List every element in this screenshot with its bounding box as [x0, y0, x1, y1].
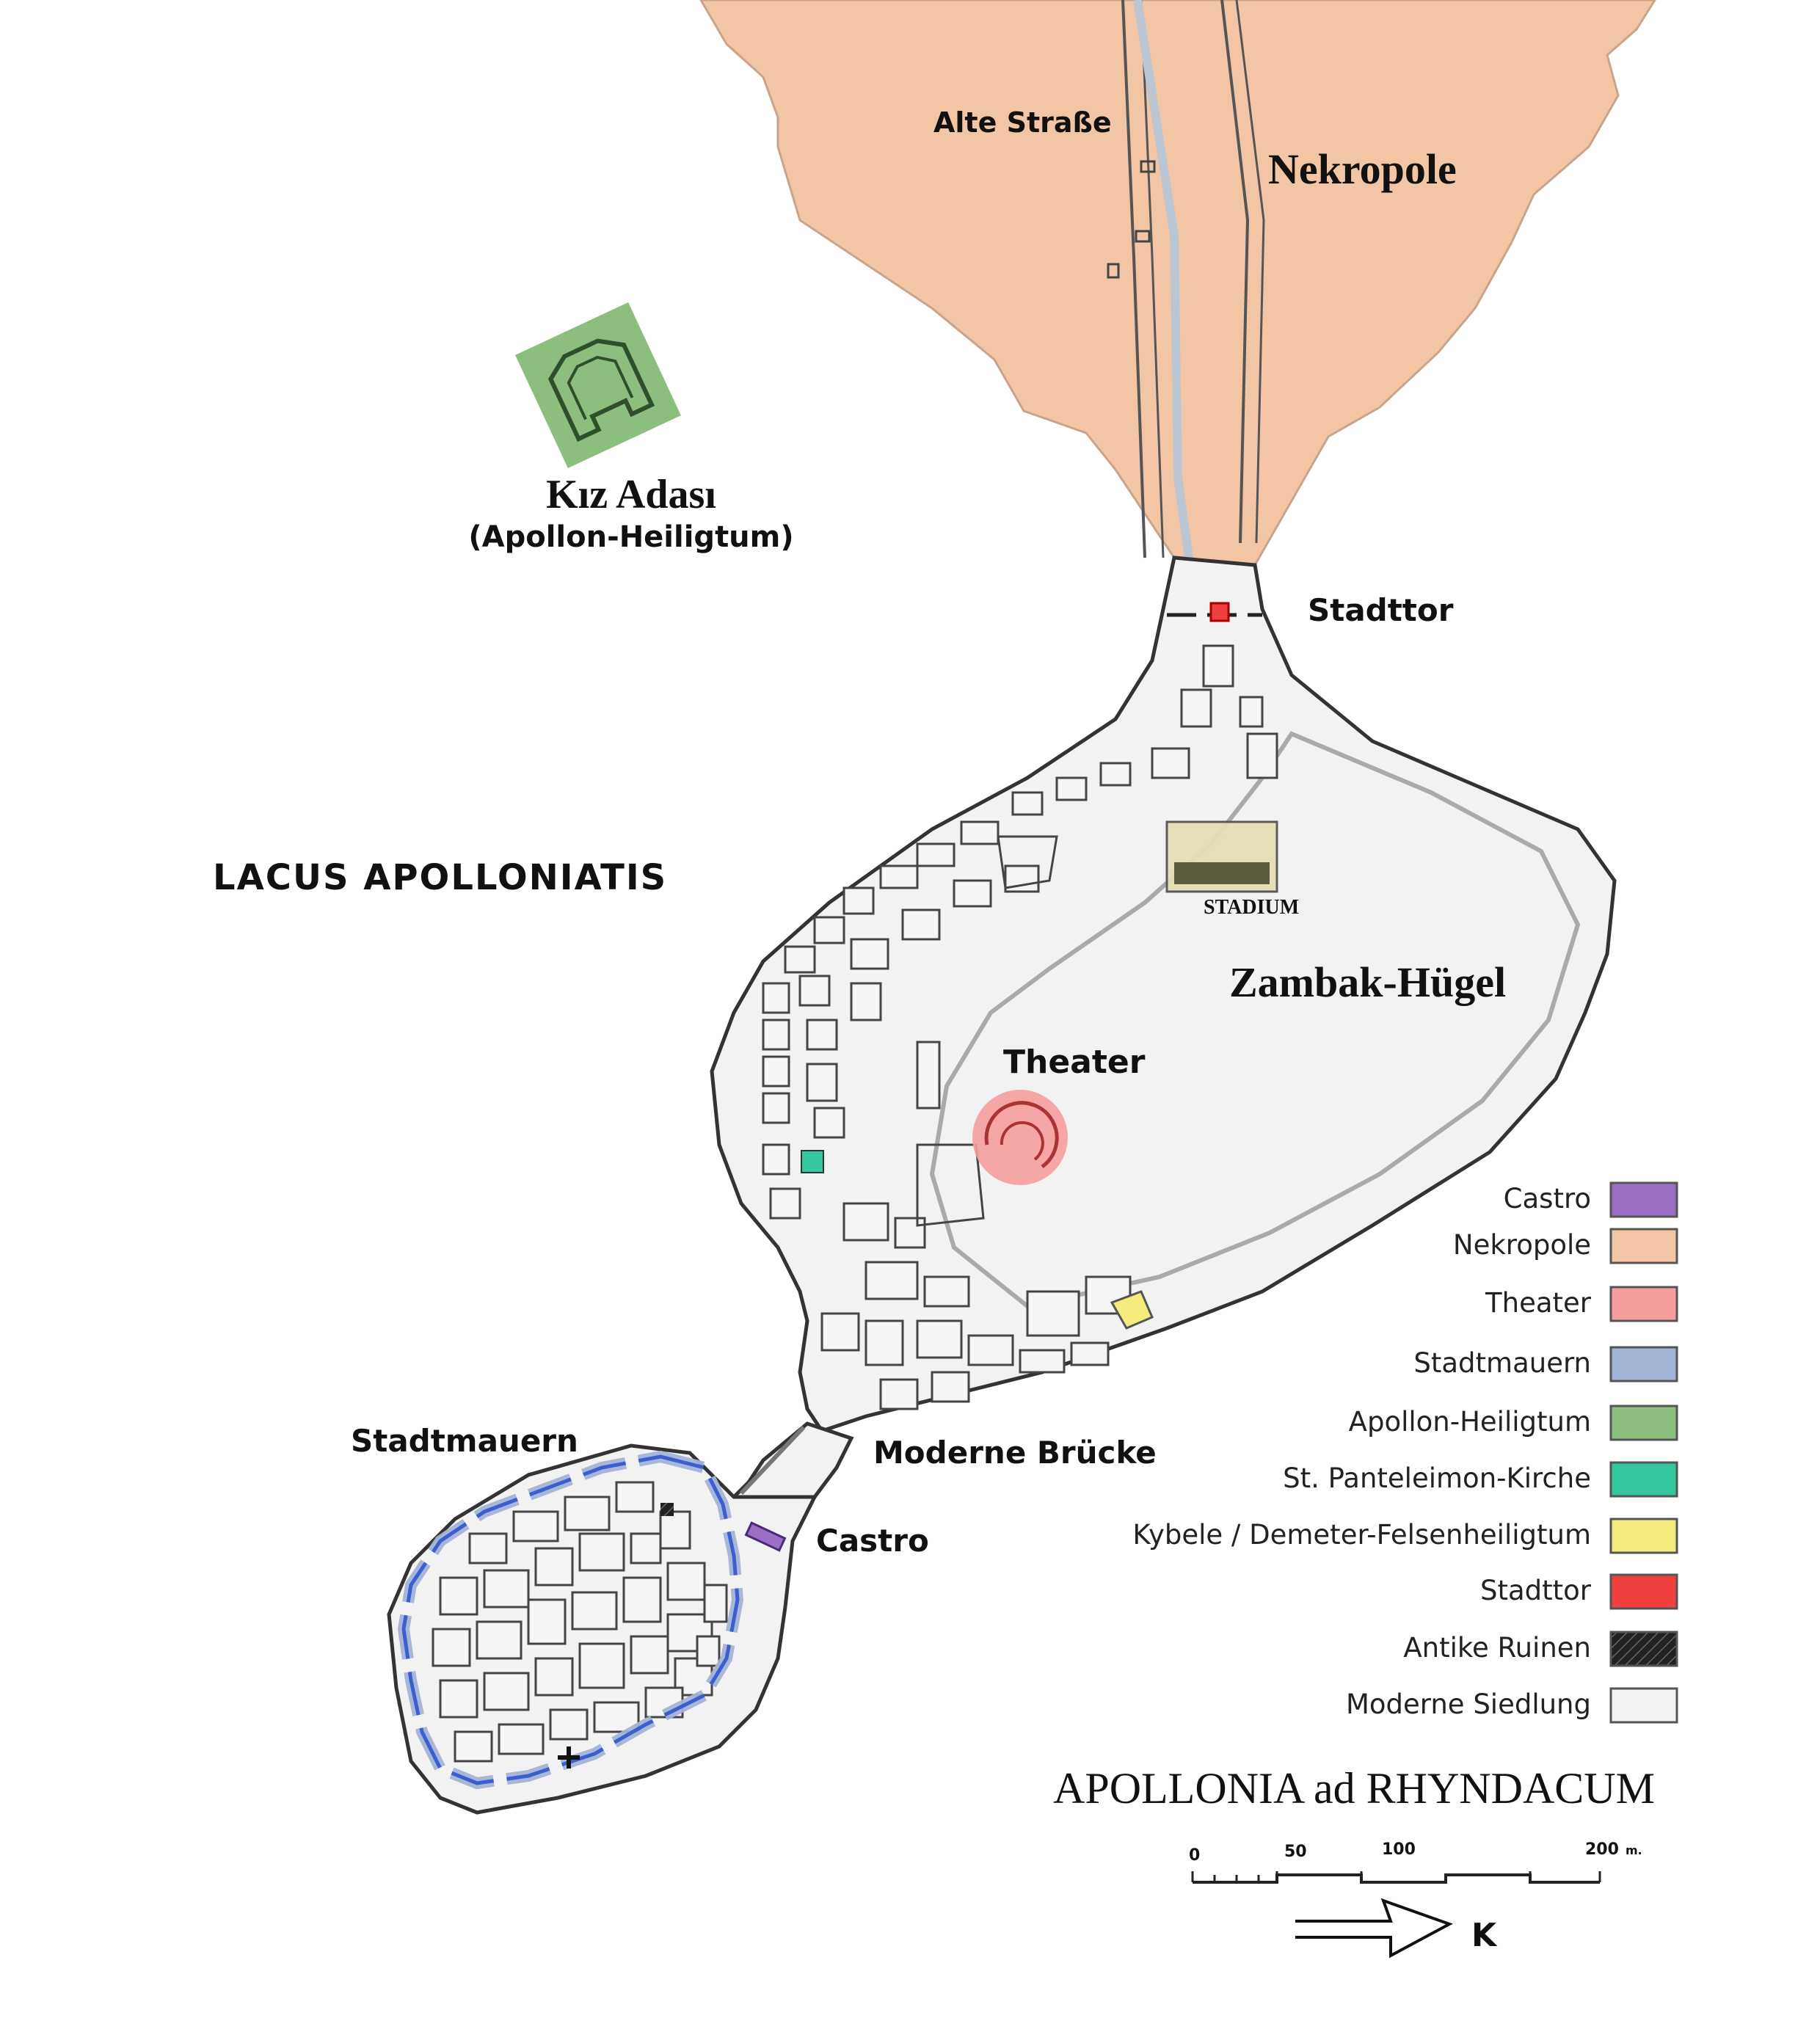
legend-label: Castro	[1504, 1183, 1591, 1214]
old-town-building	[615, 1481, 655, 1513]
scale-tick-100: 100	[1382, 1840, 1416, 1859]
tomb	[1135, 230, 1151, 243]
label-alte-strasse: Alte Straße	[933, 106, 1112, 139]
castro-tower	[744, 1521, 787, 1552]
label-stadium: STADIUM	[1204, 896, 1299, 919]
old-town-building	[578, 1532, 625, 1572]
old-town-building	[534, 1547, 574, 1587]
old-town-building	[432, 1628, 471, 1667]
old-town-building	[439, 1679, 478, 1719]
scale-unit: m.	[1626, 1843, 1642, 1857]
label-water: LACUS APOLLONIATIS	[213, 857, 667, 898]
legend-label: Nekropole	[1453, 1229, 1591, 1261]
tomb	[1140, 160, 1156, 173]
legend-label: St. Panteleimon-Kirche	[1283, 1462, 1591, 1494]
bridge	[729, 1421, 854, 1499]
old-town-building	[630, 1532, 662, 1564]
north-arrow: K	[1295, 1898, 1498, 1959]
legend-swatch	[1609, 1687, 1678, 1724]
old-town-building	[571, 1591, 618, 1631]
label-stadtmauern: Stadtmauern	[351, 1423, 578, 1459]
old-town-building	[498, 1723, 545, 1755]
legend-swatch	[1609, 1286, 1678, 1322]
old-town-building	[630, 1635, 669, 1675]
old-town-building	[696, 1635, 721, 1667]
old-town-building	[666, 1562, 706, 1601]
legend-label: Theater	[1485, 1287, 1592, 1319]
panteleimon-church	[801, 1150, 824, 1173]
kybele-sanctuary	[1110, 1290, 1154, 1330]
old-town-building	[483, 1569, 530, 1609]
city-walls-inner	[401, 1454, 740, 1785]
legend-swatch	[1609, 1573, 1678, 1610]
old-town-building	[564, 1496, 611, 1531]
antike-ruinen-marker	[558, 1746, 580, 1768]
apollon-temple	[547, 338, 655, 442]
nekropole-road-right	[1220, 0, 1250, 544]
old-town-building	[512, 1510, 559, 1542]
scale-tick-50: 50	[1284, 1843, 1307, 1861]
stadium-track	[1174, 862, 1270, 884]
apollon-temple-inner	[567, 355, 634, 420]
north-arrow-icon	[1295, 1898, 1453, 1959]
label-theater: Theater	[1003, 1043, 1146, 1081]
old-town-building	[439, 1576, 478, 1616]
legend-swatch	[1609, 1228, 1678, 1264]
legend-label: Moderne Siedlung	[1346, 1689, 1591, 1720]
legend-label: Kybele / Demeter-Felsenheiligtum	[1132, 1519, 1591, 1551]
label-kiz-adasi-sub: (Apollon-Heiligtum)	[468, 520, 793, 554]
label-zambak: Zambak-Hügel	[1229, 958, 1506, 1006]
label-nekropole: Nekropole	[1268, 145, 1457, 193]
antike-ruinen-marker	[660, 1503, 674, 1516]
bridge-deck	[739, 1425, 806, 1496]
old-town-building	[659, 1510, 691, 1550]
old-town-building	[468, 1532, 508, 1564]
scale-bar: 0 50 100 200 m.	[1189, 1840, 1642, 1884]
legend-swatch	[1609, 1461, 1678, 1498]
label-kiz-adasi: Kız Adası	[546, 472, 716, 517]
label-stadttor: Stadttor	[1308, 592, 1454, 628]
legend: CastroNekropoleTheaterStadtmauernApollon…	[1132, 1181, 1678, 1724]
alte-strasse-line	[1121, 0, 1146, 558]
legend-swatch	[1609, 1631, 1678, 1667]
old-town-building	[527, 1598, 567, 1645]
old-town-building	[549, 1708, 589, 1741]
map-title: APOLLONIA ad RHYNDACUM	[1053, 1764, 1655, 1813]
nekropole-road-right-2	[1235, 0, 1265, 544]
old-town-building	[534, 1657, 574, 1697]
legend-swatch	[1609, 1405, 1678, 1441]
legend-swatch	[1609, 1518, 1678, 1554]
modern-settlement-north	[762, 644, 1278, 1410]
apollon-sanctuary	[515, 302, 681, 468]
theater-cavea	[984, 1101, 1059, 1169]
alte-strasse-line-2	[1140, 0, 1165, 558]
old-town-building	[454, 1730, 493, 1763]
north-label: K	[1471, 1917, 1498, 1954]
tomb	[1107, 263, 1120, 279]
old-town-building	[476, 1620, 523, 1660]
scale-tick-0: 0	[1189, 1846, 1200, 1865]
legend-swatch	[1609, 1346, 1678, 1383]
legend-label: Apollon-Heiligtum	[1349, 1406, 1591, 1438]
legend-label: Stadtmauern	[1413, 1347, 1591, 1379]
legend-label: Stadttor	[1480, 1575, 1592, 1606]
label-castro: Castro	[816, 1523, 929, 1559]
old-town-building	[483, 1672, 530, 1711]
legend-label: Antike Ruinen	[1403, 1632, 1591, 1664]
theater-cavea-inner	[1000, 1121, 1044, 1161]
old-town-building	[578, 1642, 625, 1689]
stadttor-gate	[1209, 602, 1230, 622]
legend-swatch	[1609, 1181, 1678, 1218]
label-bruecke: Moderne Brücke	[873, 1435, 1157, 1471]
old-town-building	[703, 1584, 728, 1623]
old-town-building	[622, 1576, 662, 1623]
scale-tick-200: 200	[1585, 1840, 1619, 1859]
